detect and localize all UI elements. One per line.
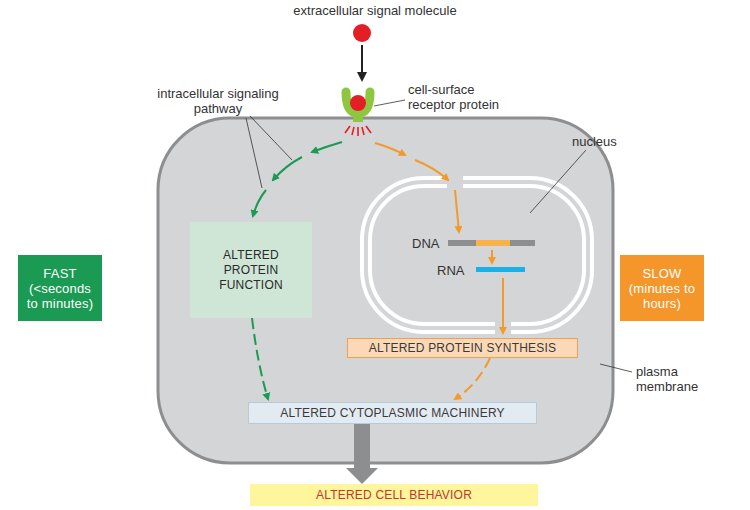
bound-signal <box>350 95 366 111</box>
signal-molecule <box>353 24 371 42</box>
nuclear-envelope <box>366 182 588 328</box>
binding-arrow <box>361 45 363 80</box>
box-text: FAST <box>43 266 76 281</box>
pathway-arrow <box>455 358 490 399</box>
dna-strand <box>448 240 535 246</box>
slow-pathway-arrows <box>375 143 503 333</box>
nuclear-envelope-gap <box>366 182 588 328</box>
box-text: ALTERED CELL BEHAVIOR <box>316 488 472 502</box>
fast-pathway-arrows <box>253 142 342 216</box>
pathway-arrow <box>252 318 268 399</box>
box-text: ALTERED CYTOPLASMIC MACHINERY <box>280 406 505 420</box>
process-box: ALTERED CYTOPLASMIC MACHINERY <box>248 402 537 424</box>
receptor-label: cell-surface receptor protein <box>408 82 520 112</box>
speed-box: SLOW(minutes to hours) <box>620 255 704 321</box>
nuclear-pore <box>447 172 463 192</box>
signal-label: extracellular signal molecule <box>250 3 500 18</box>
receptor-protein <box>346 92 370 113</box>
rna-strand <box>476 267 525 272</box>
box-subtext: (minutes to hours) <box>624 281 700 311</box>
membrane-label: plasma membrane <box>636 364 716 394</box>
activation-rays <box>345 126 371 136</box>
nucleus-label: nucleus <box>572 134 652 149</box>
speed-box: FAST(<seconds to minutes) <box>18 255 102 321</box>
process-box: ALTERED PROTEIN FUNCTION <box>190 222 312 318</box>
pathway-label: intracellular signaling pathway <box>136 86 300 116</box>
box-subtext: (<seconds to minutes) <box>22 281 98 311</box>
outcome-arrow <box>346 424 378 484</box>
box-text: SLOW <box>642 266 681 281</box>
box-text: ALTERED PROTEIN SYNTHESIS <box>369 341 556 355</box>
process-box: ALTERED PROTEIN SYNTHESIS <box>347 338 578 358</box>
cell-body <box>158 118 613 463</box>
box-text: ALTERED PROTEIN FUNCTION <box>204 248 298 293</box>
dna-label: DNA <box>412 236 446 251</box>
rna-label: RNA <box>437 263 473 278</box>
outcome-box: ALTERED CELL BEHAVIOR <box>250 484 538 506</box>
gene-segment <box>476 240 510 246</box>
